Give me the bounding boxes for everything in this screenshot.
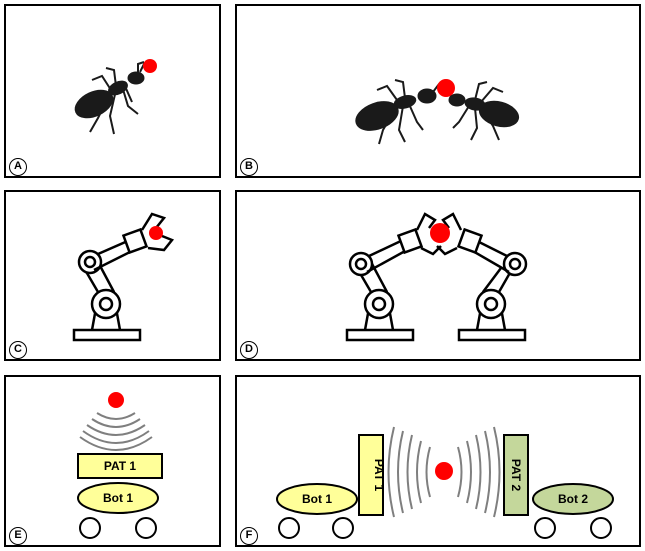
robot-bot-1-label: Bot 1	[302, 492, 332, 506]
single-ant-illustration	[74, 59, 157, 135]
panel-label-d: D	[240, 341, 258, 359]
pat-tag-left: PAT 1	[358, 434, 386, 516]
robot-bot-1-label: Bot 1	[103, 491, 133, 505]
single-bot-illustration: PAT 1 Bot 1	[77, 392, 163, 539]
panel-d: D	[235, 190, 641, 361]
target-object	[437, 79, 455, 97]
target-object	[149, 226, 163, 240]
panel-label-a: A	[9, 158, 27, 176]
panel-label-f: F	[240, 527, 258, 545]
target-object	[108, 392, 124, 408]
ant-left-icon	[355, 79, 446, 145]
pat-tag-right-label: PAT 2	[509, 459, 523, 492]
panel-a: A	[4, 4, 221, 178]
two-bots-illustration: PAT 1 PAT 2 Bot 1 Bot 2	[276, 426, 614, 539]
robot-bot-2: Bot 2	[532, 483, 614, 539]
panel-e: PAT 1 Bot 1 E	[4, 375, 221, 547]
ant-right-icon	[440, 81, 520, 141]
pat-tag-label: PAT 1	[104, 459, 137, 473]
wheel-icon	[79, 517, 101, 539]
pat-tag-left-label: PAT 1	[372, 459, 386, 492]
robot-bot-2-label: Bot 2	[558, 492, 588, 506]
robot-bot-1: Bot 1	[276, 483, 358, 539]
robot-arm-right-icon	[436, 212, 528, 342]
wheel-icon	[332, 517, 354, 539]
two-arms-illustration	[345, 212, 528, 342]
panel-label-e: E	[9, 527, 27, 545]
panel-b: B	[235, 4, 641, 178]
wheel-icon	[534, 517, 556, 539]
ant-icon	[74, 61, 151, 135]
panel-c: C	[4, 190, 221, 361]
wheel-icon	[135, 517, 157, 539]
signal-waves-right-icon	[457, 426, 501, 518]
signal-waves-icon	[79, 412, 153, 451]
robot-bot-1: Bot 1	[77, 482, 159, 539]
robot-arm-left-icon	[345, 212, 442, 342]
pat-tag: PAT 1	[77, 453, 163, 479]
panel-label-c: C	[9, 341, 27, 359]
panel-label-b: B	[240, 158, 258, 176]
pat-tag-right: PAT 2	[503, 434, 529, 516]
target-object	[143, 59, 157, 73]
wheel-icon	[278, 517, 300, 539]
target-object	[435, 462, 453, 480]
wheel-icon	[590, 517, 612, 539]
target-object	[430, 223, 450, 243]
robot-arm-icon	[72, 212, 175, 342]
panel-f: PAT 1 PAT 2 Bot 1 Bot 2 F	[235, 375, 641, 547]
two-ants-illustration	[355, 79, 520, 145]
single-arm-illustration	[72, 212, 175, 342]
signal-waves-left-icon	[387, 426, 431, 518]
